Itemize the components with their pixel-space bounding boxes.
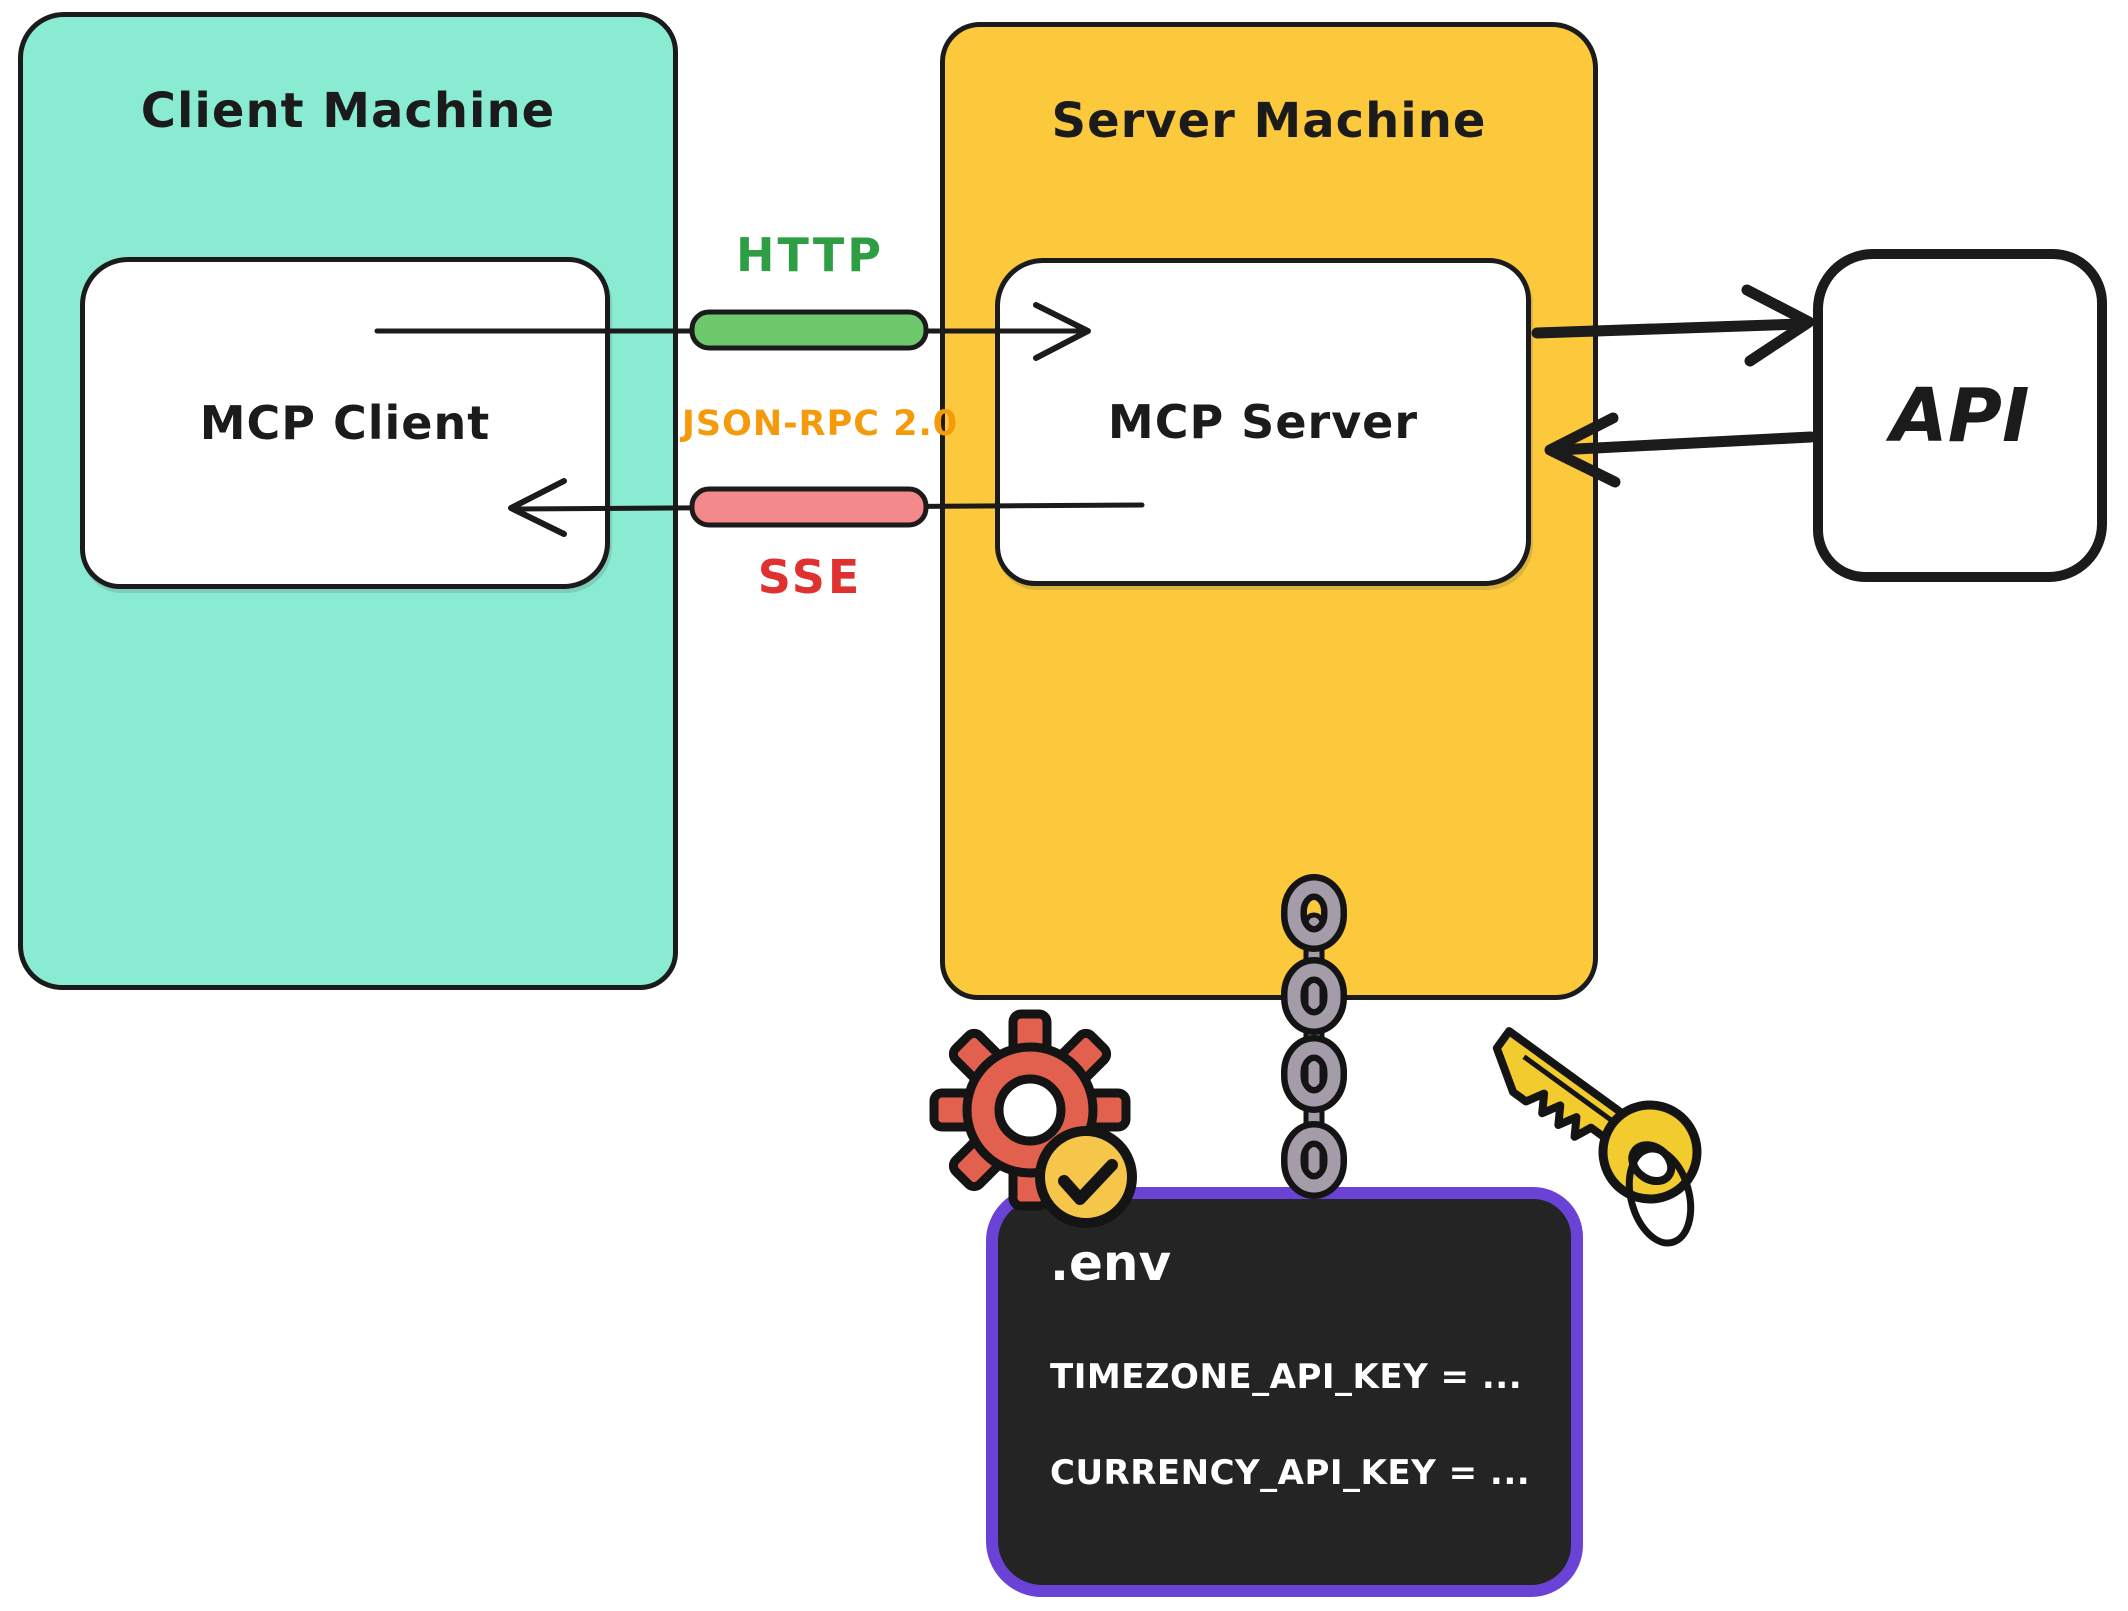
api-label: API: [1890, 372, 2030, 459]
mcp-client-box: MCP Client: [80, 257, 610, 589]
mcp-server-box: MCP Server: [995, 258, 1531, 586]
env-file-name: .env: [1050, 1234, 1172, 1292]
http-connection-label: HTTP: [735, 228, 885, 282]
client-machine-title: Client Machine: [140, 83, 556, 139]
mcp-client-label: MCP Client: [199, 396, 491, 450]
http-pill: [689, 309, 929, 351]
env-entry-currency: CURRENCY_API_KEY = ...: [1050, 1453, 1531, 1493]
env-entry-timezone: TIMEZONE_API_KEY = ...: [1050, 1357, 1523, 1397]
mcp-server-label: MCP Server: [1107, 395, 1419, 449]
env-file-box: .env TIMEZONE_API_KEY = ... CURRENCY_API…: [986, 1187, 1583, 1597]
gear-icon: [929, 1009, 1131, 1211]
api-box: API: [1813, 249, 2107, 582]
sse-pill: [689, 486, 929, 528]
server-machine-title: Server Machine: [1051, 93, 1487, 149]
jsonrpc-protocol-label: JSON-RPC 2.0: [681, 404, 959, 444]
sse-connection-label: SSE: [757, 550, 863, 604]
